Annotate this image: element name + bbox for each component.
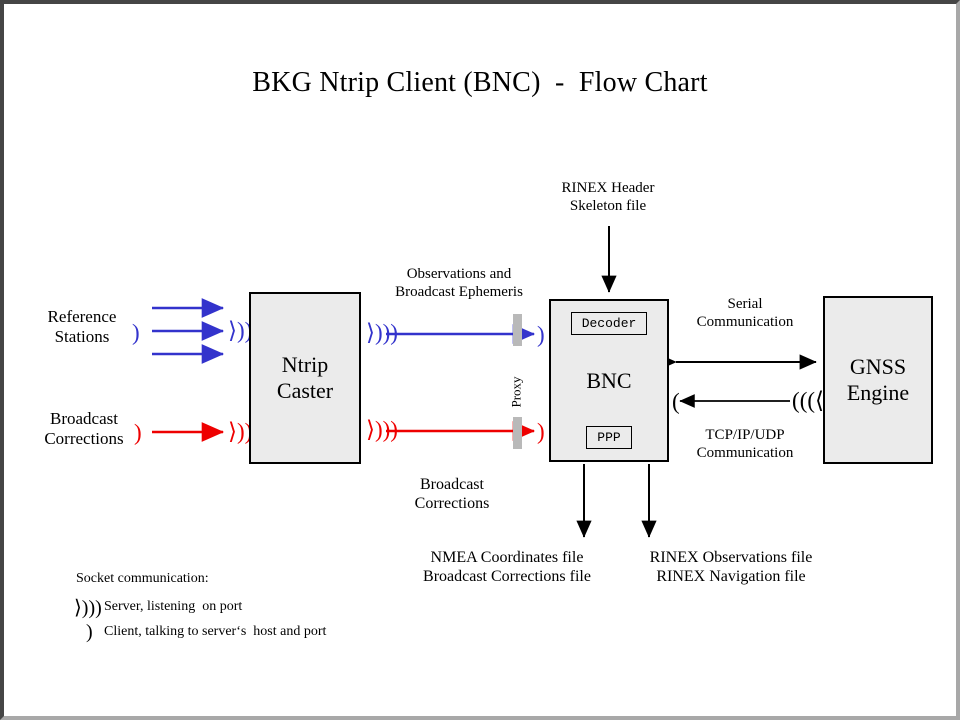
bnc-label: BNC <box>586 367 632 393</box>
ntrip-caster-box[interactable]: Ntrip Caster <box>249 292 361 464</box>
observations-label: Observations and Broadcast Ephemeris <box>395 266 523 300</box>
gnss-engine-box[interactable]: GNSS Engine <box>823 296 933 464</box>
ntrip-caster-label: Ntrip Caster <box>276 352 334 403</box>
client-paren-icon: ( <box>672 389 680 414</box>
output-files-right-label: RINEX Observations file RINEX Navigation… <box>649 549 813 585</box>
serial-communication-label: Serial Communication <box>696 296 794 330</box>
broadcast-corrections-flow-label: Broadcast Corrections <box>414 476 490 512</box>
gnss-engine-label: GNSS Engine <box>846 354 910 405</box>
flow-chart-canvas: BKG Ntrip Client (BNC) - Flow Chart Refe… <box>4 4 956 716</box>
bnc-box[interactable]: Decoder BNC PPP <box>549 299 669 462</box>
broadcast-corrections-source-label: Broadcast Corrections <box>44 409 124 449</box>
proxy-bar-upper <box>513 314 522 346</box>
server-antenna-icon: ⟩))) <box>366 417 398 442</box>
bnc-output-arrows <box>576 464 657 538</box>
server-antenna-icon: ⟩))) <box>74 597 102 619</box>
client-paren-icon: ) <box>537 419 545 444</box>
legend-heading: Socket communication: <box>76 571 209 586</box>
tcpip-communication-label: TCP/IP/UDP Communication <box>696 427 794 461</box>
client-paren-icon: ) <box>86 621 93 643</box>
legend-server-label: Server, listening on port <box>104 599 243 614</box>
legend-client-label: Client, talking to server‘s host and por… <box>104 624 327 639</box>
rinex-header-label: RINEX Header Skeleton file <box>561 180 655 214</box>
proxy-label: Proxy <box>508 376 524 408</box>
client-paren-icon: ) <box>134 420 142 445</box>
reference-stations-label: Reference Stations <box>47 307 117 347</box>
reference-station-arrows <box>152 298 225 364</box>
output-files-left-label: NMEA Coordinates file Broadcast Correcti… <box>423 549 591 585</box>
client-paren-icon: ) <box>537 322 545 347</box>
decoder-box[interactable]: Decoder <box>570 312 648 335</box>
server-antenna-icon: ⟩))) <box>792 388 824 413</box>
proxy-bar-lower <box>513 417 522 449</box>
page-title: BKG Ntrip Client (BNC) - Flow Chart <box>252 67 708 98</box>
server-antenna-icon: ⟩))) <box>366 320 398 345</box>
ppp-box[interactable]: PPP <box>586 426 632 449</box>
client-paren-icon: ) <box>132 320 140 345</box>
